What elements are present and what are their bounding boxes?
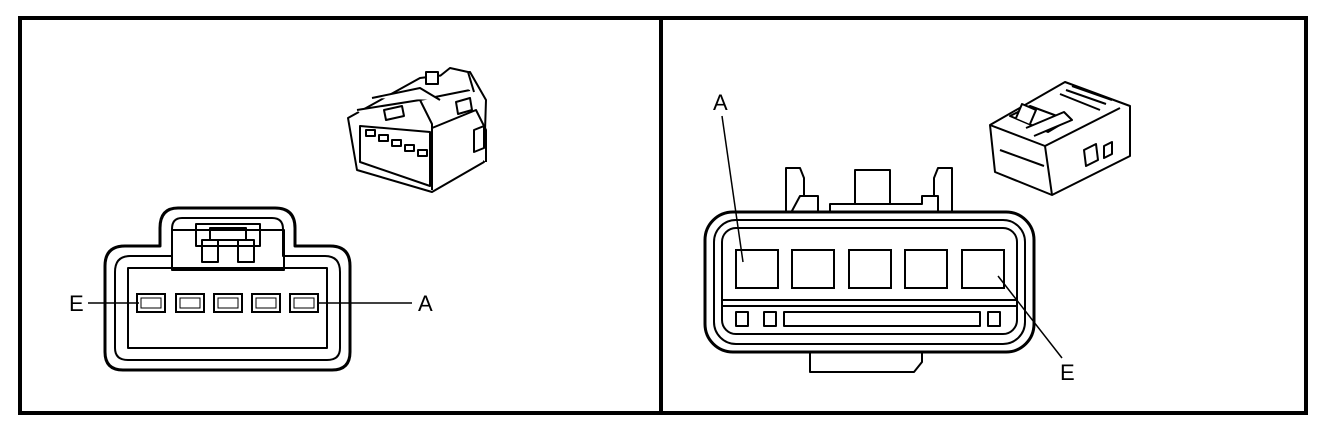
- pin-cavity-e: [961, 249, 1005, 289]
- right-panel: A E: [703, 81, 1131, 385]
- pin-label-e-right: E: [1060, 360, 1075, 385]
- pin-cavity-a: [735, 249, 779, 289]
- pin-label-a-right: A: [713, 90, 728, 115]
- pin-cavity-b: [791, 249, 835, 289]
- pin-label-e-left: E: [69, 291, 84, 316]
- left-connector-face-view: [103, 206, 352, 372]
- pin-cavity-c: [848, 249, 892, 289]
- pin-label-a-left: A: [418, 291, 433, 316]
- left-connector-iso-view: [347, 67, 487, 193]
- leader-line-a: [721, 115, 744, 263]
- right-pin-cavities: [735, 249, 1005, 289]
- right-connector-iso-view: [989, 81, 1131, 196]
- left-pin-cavities: [136, 293, 319, 313]
- leader-line-e: [997, 275, 1063, 359]
- pin-cavity-d: [904, 249, 948, 289]
- left-panel: E A: [69, 67, 487, 372]
